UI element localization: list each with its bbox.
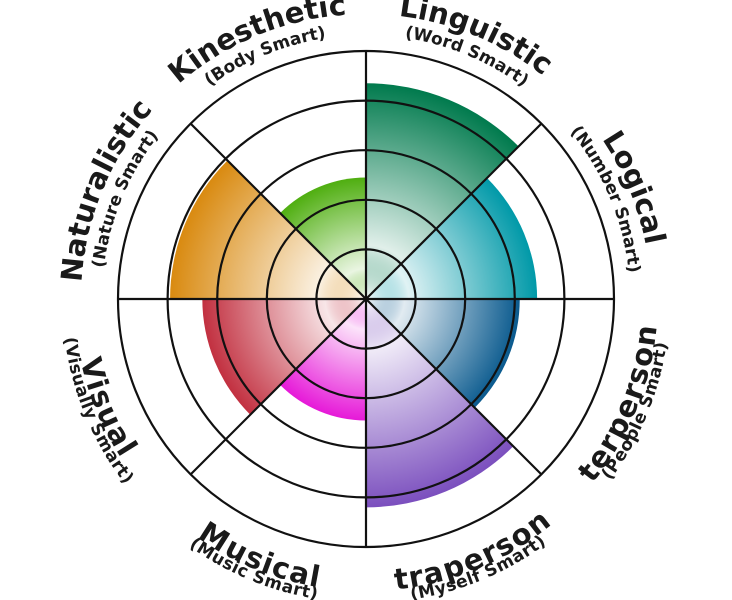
segment-fills (170, 83, 538, 508)
segment-fill-musical (280, 299, 366, 421)
segment-fill-interpersonal (366, 299, 520, 408)
spoke-3 (189, 122, 543, 476)
segment-fill-kinesthetic (280, 177, 366, 299)
segment-fill-naturalistic (170, 160, 366, 299)
segment-fill-logical (366, 178, 538, 299)
wheel-grid (116, 49, 616, 549)
segment-fill-intrapersonal (366, 299, 514, 508)
